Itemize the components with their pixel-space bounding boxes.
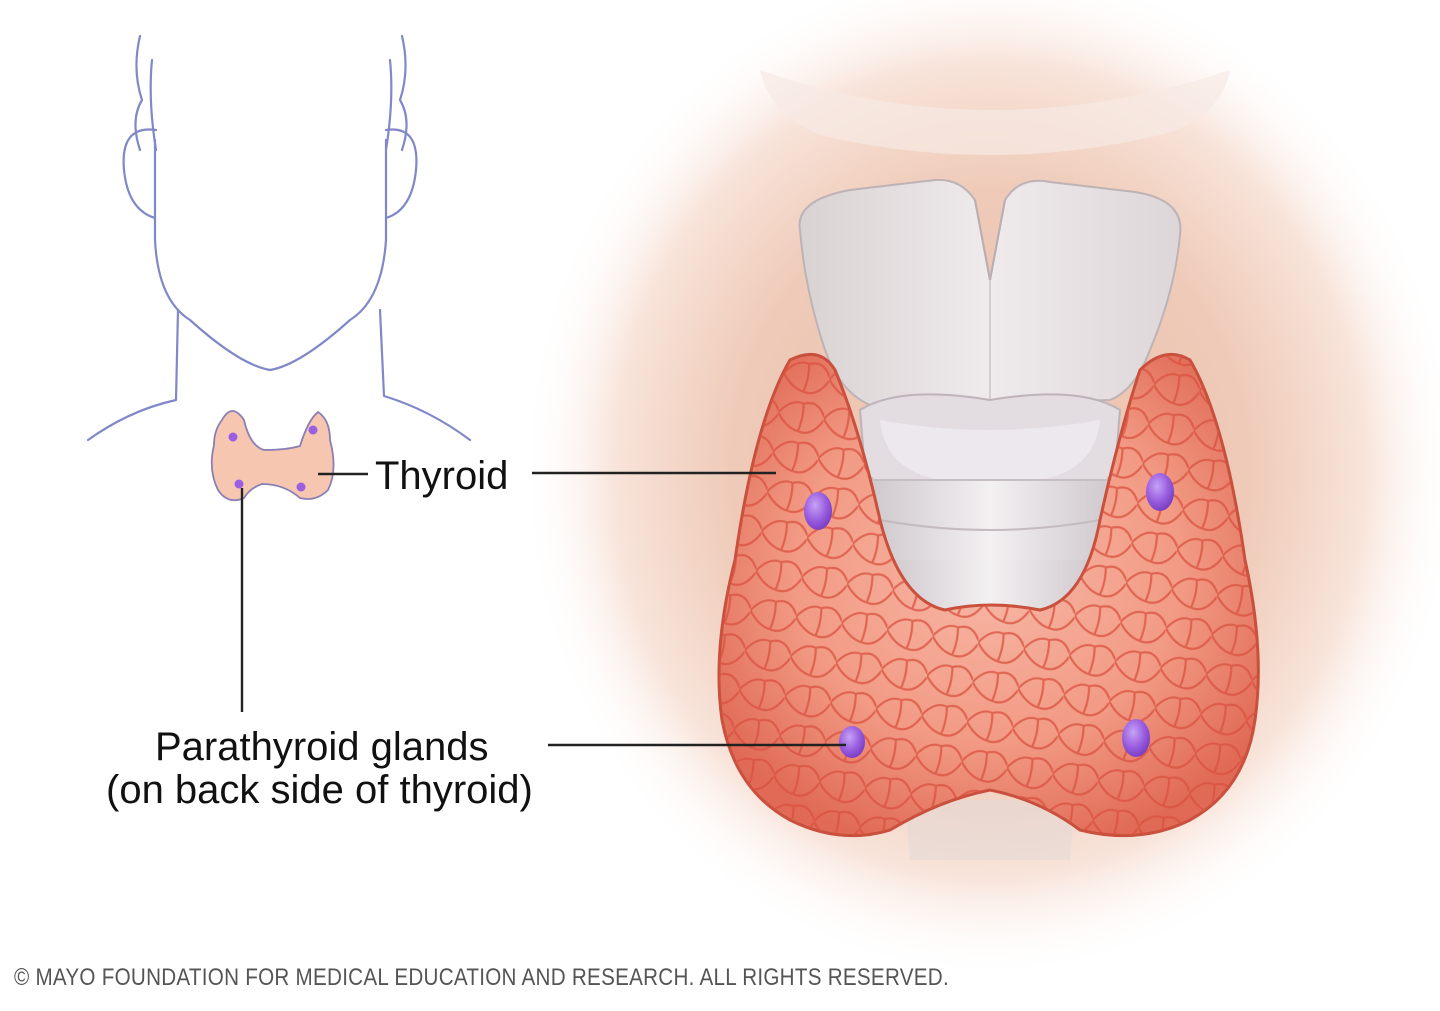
copyright-notice: © MAYO FOUNDATION FOR MEDICAL EDUCATION … (14, 964, 949, 991)
parathyroid-label-line1: Parathyroid glands (155, 725, 489, 769)
small-thyroid (210, 410, 335, 502)
parathyroid-lower-left (839, 726, 865, 758)
parathyroid-label-line2: (on back side of thyroid) (106, 768, 533, 812)
parathyroid-upper-right (1146, 473, 1174, 511)
parathyroid-lower-right (1122, 719, 1150, 757)
leader-lines (240, 471, 846, 747)
head-outline (86, 34, 472, 442)
parathyroid-upper-left (804, 492, 832, 530)
thyroid-label: Thyroid (375, 454, 509, 498)
